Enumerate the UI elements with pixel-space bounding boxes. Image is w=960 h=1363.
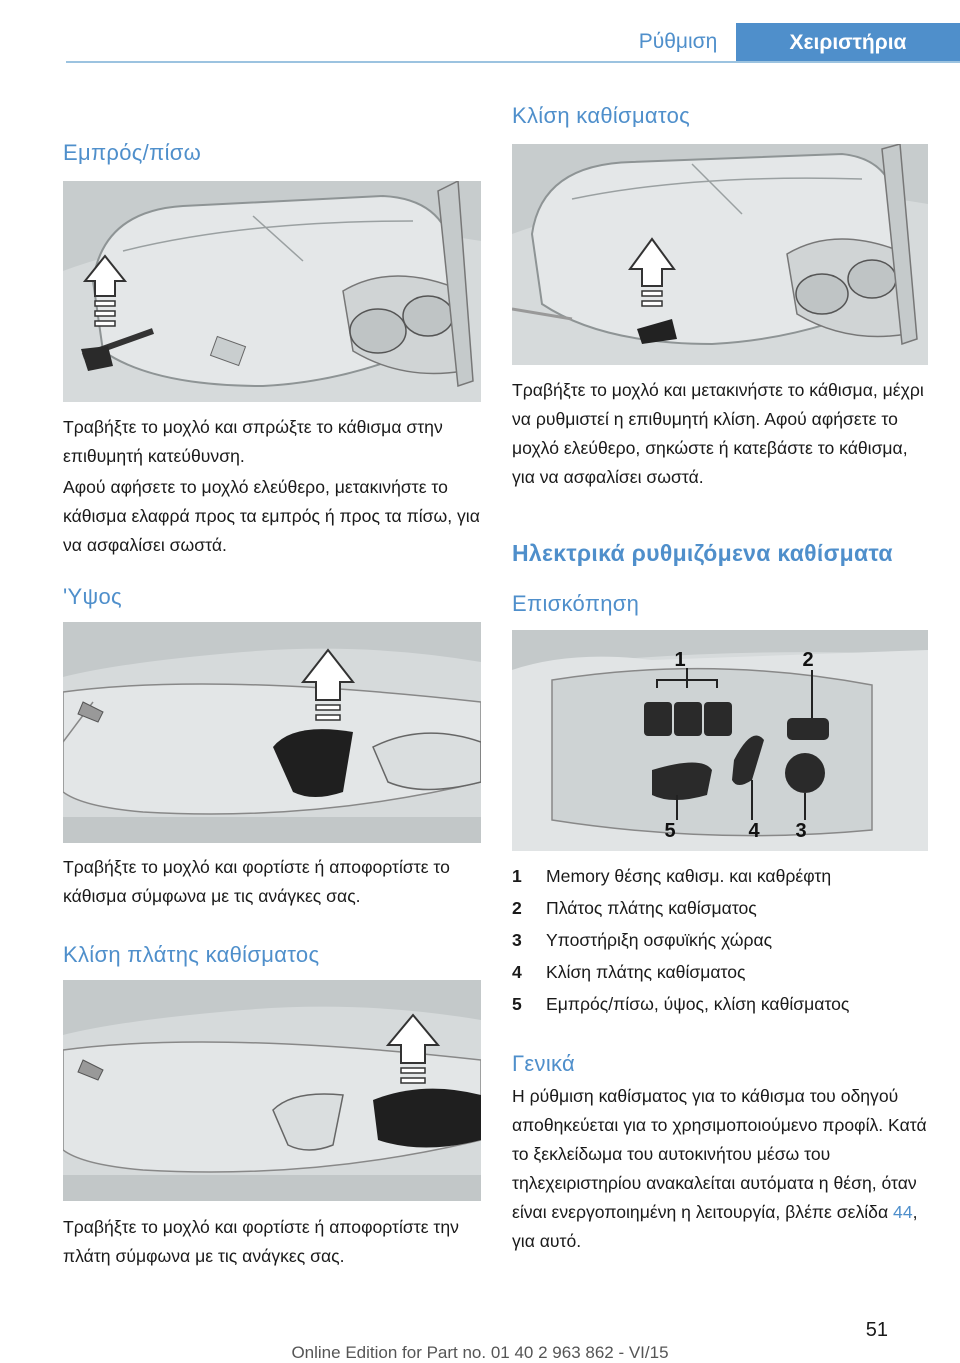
legend-text: Memory θέσης καθισμ. και καθρέφτη <box>546 866 832 886</box>
paragraph: Τραβήξτε το μοχλό και σπρώξτε το κάθισμα… <box>63 417 443 466</box>
chapter-title-electric-seats: Ηλεκτρικά ρυθμιζόμενα καθίσματα <box>512 540 893 566</box>
legend-number: 4 <box>512 962 522 982</box>
page-number: 51 <box>865 1319 888 1341</box>
paragraph-text: Η ρύθμιση καθίσματος για το κάθισμα του … <box>512 1086 927 1222</box>
callout-label: 3 <box>795 820 806 842</box>
callout-label: 4 <box>748 820 760 842</box>
figure-seat-backrest <box>63 980 481 1201</box>
paragraph: Αφού αφήσετε το μοχλό ελεύθερο, μετακινή… <box>63 477 480 555</box>
figure-seat-controls-overview: 1 2 5 4 3 <box>512 630 928 851</box>
section-title-backrest: Κλίση πλάτης καθίσματος <box>63 942 320 967</box>
footer-edition: Online Edition for Part no. 01 40 2 963 … <box>291 1343 669 1362</box>
paragraph-general: Η ρύθμιση καθίσματος για το κάθισμα του … <box>512 1082 930 1256</box>
paragraph-text-end: , για αυτό. <box>512 1202 918 1251</box>
section-title-height: 'Υψος <box>63 584 122 609</box>
section-title-overview: Επισκόπηση <box>512 591 640 616</box>
legend-text: Πλάτος πλάτης καθίσματος <box>546 898 757 918</box>
paragraph: Τραβήξτε το μοχλό και φορτίστε ή αποφορτ… <box>63 857 450 906</box>
callout-label: 2 <box>802 649 813 671</box>
header-rule <box>66 61 960 63</box>
callout-label: 1 <box>674 649 685 671</box>
paragraph: Τραβήξτε το μοχλό και μετακινήστε το κάθ… <box>512 380 924 487</box>
section-title-seat-tilt: Κλίση καθίσματος <box>512 103 691 128</box>
callout-label: 5 <box>664 820 675 842</box>
legend-number: 2 <box>512 898 522 918</box>
legend-text: Εμπρός/πίσω, ύψος, κλίση καθίσματος <box>546 994 850 1014</box>
figure-seat-tilt <box>512 144 928 365</box>
paragraph: Τραβήξτε το μοχλό και φορτίστε ή αποφορτ… <box>63 1217 459 1266</box>
figure-seat-fore-aft <box>63 181 481 402</box>
legend-text: Υποστήριξη οσφυϊκής χώρας <box>546 930 773 950</box>
header-section-tab[interactable]: Ρύθμιση <box>638 30 718 53</box>
legend-number: 3 <box>512 930 522 950</box>
legend-number: 5 <box>512 994 522 1014</box>
figure-seat-height <box>63 622 481 843</box>
section-title-general: Γενικά <box>512 1051 576 1076</box>
section-title-fore-aft: Εμπρός/πίσω <box>63 140 202 165</box>
legend-text: Κλίση πλάτης καθίσματος <box>546 962 746 982</box>
page-reference-link[interactable]: 44 <box>893 1202 913 1222</box>
legend-number: 1 <box>512 866 522 886</box>
header-active-tab[interactable]: Χειριστήρια <box>736 23 960 63</box>
